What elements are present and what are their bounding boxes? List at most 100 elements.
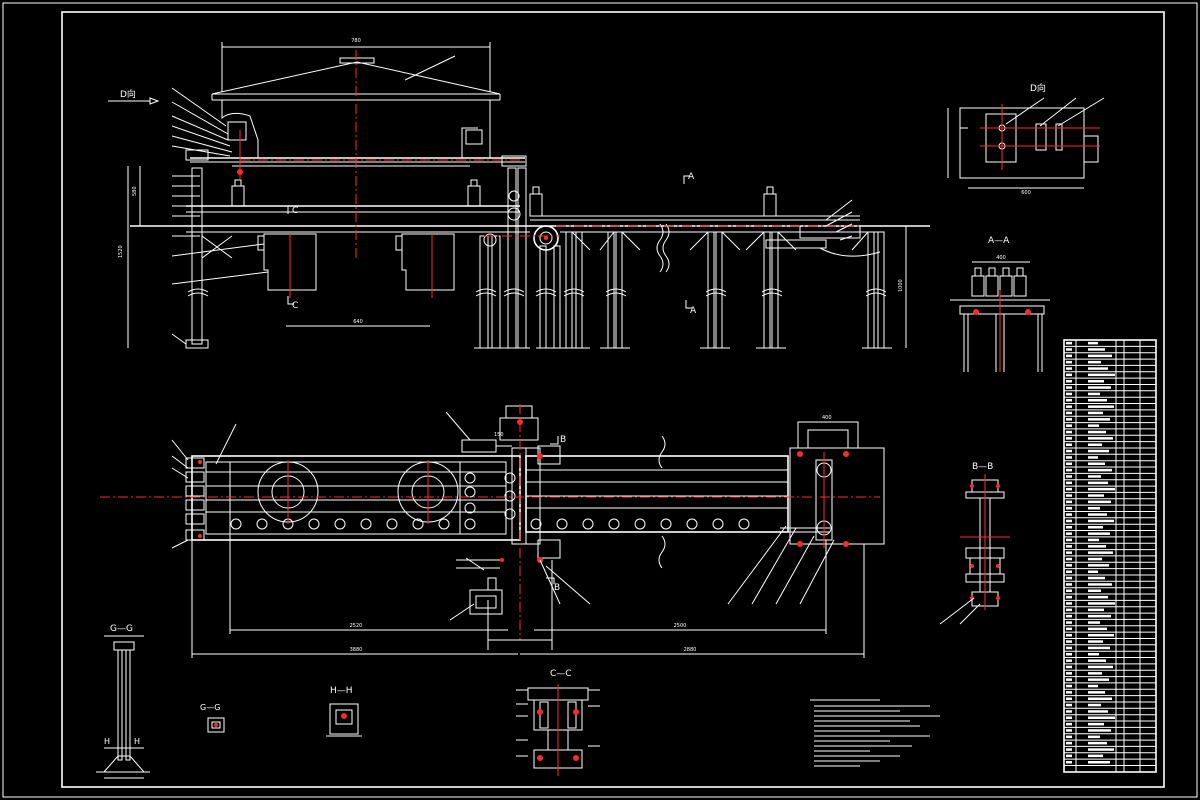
d-view: D向 600 (947, 82, 1105, 196)
label-section-g-g-tall: G—G (110, 624, 133, 634)
section-g-g-tall: G—G H H (96, 624, 150, 779)
table-cell-mark (1088, 360, 1101, 364)
table-cell-mark (1088, 564, 1109, 567)
table-cell-mark (1088, 640, 1103, 643)
table-cell-mark (1088, 653, 1099, 656)
table-index-mark (1066, 735, 1072, 739)
table-cell-mark (1088, 418, 1110, 421)
label-cut-h-left: H (104, 737, 110, 746)
table-cell-mark (1088, 545, 1106, 548)
dim-right-leg-height: 1000 (898, 279, 904, 292)
table-cell-mark (1088, 494, 1104, 497)
table-cell-mark (1088, 602, 1115, 605)
table-cell-mark (1088, 589, 1101, 592)
table-index-mark (1066, 411, 1072, 415)
table-cell-mark (1088, 405, 1114, 408)
table-cell-mark (1088, 557, 1102, 561)
label-cut-b-bottom: B (554, 583, 560, 593)
table-index-mark (1066, 354, 1072, 358)
dim-a-a-width: 400 (996, 255, 1006, 261)
label-section-b-b: B—B (972, 462, 993, 472)
dim-plan-right-box: 400 (822, 415, 832, 421)
table-index-mark (1066, 418, 1072, 421)
inner-border (61, 11, 1165, 788)
table-index-mark (1066, 424, 1072, 427)
table-index-mark (1066, 380, 1072, 383)
table-index-mark (1066, 595, 1072, 599)
table-cell-mark (1088, 646, 1110, 650)
dim-hopper-spacing: 640 (353, 319, 363, 325)
table-cell-mark (1088, 456, 1098, 459)
table-index-mark (1066, 462, 1072, 465)
table-index-mark (1066, 761, 1072, 764)
table-index-mark (1066, 672, 1072, 675)
table-index-mark (1066, 614, 1072, 618)
table-cell-mark (1088, 665, 1113, 669)
table-cell-mark (1088, 729, 1111, 732)
table-index-mark (1066, 399, 1072, 402)
table-cell-mark (1088, 684, 1098, 688)
section-h-h: H—H (326, 686, 362, 737)
table-index-mark (1066, 405, 1072, 408)
table-cell-mark (1088, 703, 1101, 707)
label-cut-h-right: H (134, 737, 140, 746)
label-d-view-right: D向 (1030, 82, 1046, 94)
table-index-mark (1066, 494, 1072, 497)
label-cut-c-bottom: C (292, 301, 298, 311)
table-index-mark (1066, 341, 1072, 345)
section-b-b: B—B (939, 462, 1010, 625)
table-cell-mark (1088, 399, 1107, 402)
section-a-a: A—A 400 (950, 236, 1050, 372)
label-section-a-a: A—A (988, 236, 1010, 246)
table-index-mark (1066, 456, 1072, 459)
table-index-mark (1066, 627, 1072, 631)
table-cell-mark (1088, 532, 1110, 535)
dim-d-view-width: 600 (1021, 190, 1031, 196)
table-index-mark (1066, 710, 1072, 713)
table-index-mark (1066, 564, 1072, 567)
table-cell-mark (1088, 621, 1100, 624)
table-cell-mark (1088, 710, 1108, 713)
table-index-mark (1066, 430, 1072, 434)
table-cell-mark (1088, 672, 1102, 675)
table-index-mark (1066, 678, 1072, 681)
dim-plan-total-left: 3880 (350, 647, 363, 653)
plan-view: 400 B B (100, 404, 885, 658)
table-cell-mark (1088, 430, 1106, 434)
table-index-mark (1066, 576, 1072, 580)
table-index-mark (1066, 551, 1072, 554)
table-cell-mark (1088, 583, 1112, 586)
table-cell-mark (1088, 634, 1114, 637)
table-index-mark (1066, 386, 1072, 389)
label-cut-a-top: A (688, 172, 695, 182)
table-cell-mark (1088, 697, 1112, 700)
table-cell-mark (1088, 741, 1107, 745)
label-section-g-g-small: G—G (200, 703, 220, 712)
dim-elev-height-outer: 1520 (118, 245, 124, 258)
table-index-mark (1066, 557, 1072, 561)
table-cell-mark (1088, 551, 1113, 554)
table-cell-mark (1088, 443, 1102, 446)
parts-list-table (1063, 339, 1157, 773)
table-index-mark (1066, 437, 1072, 440)
table-cell-mark (1088, 487, 1115, 491)
label-cut-b-top: B (560, 435, 566, 445)
table-index-mark (1066, 481, 1072, 485)
dim-plan-inner-right: 2500 (674, 623, 687, 629)
section-g-g-small: G—G (200, 703, 225, 733)
table-index-mark (1066, 722, 1072, 726)
table-cell-mark (1088, 386, 1111, 389)
table-cell-mark (1088, 538, 1099, 542)
table-index-mark (1066, 545, 1072, 548)
table-index-mark (1066, 507, 1072, 510)
table-index-mark (1066, 487, 1072, 491)
table-cell-mark (1088, 627, 1107, 631)
table-cell-mark (1088, 608, 1104, 612)
table-cell-mark (1088, 373, 1115, 377)
table-cell-mark (1088, 513, 1107, 516)
table-index-mark (1066, 634, 1072, 637)
table-index-mark (1066, 373, 1072, 377)
table-cell-mark (1088, 722, 1104, 726)
